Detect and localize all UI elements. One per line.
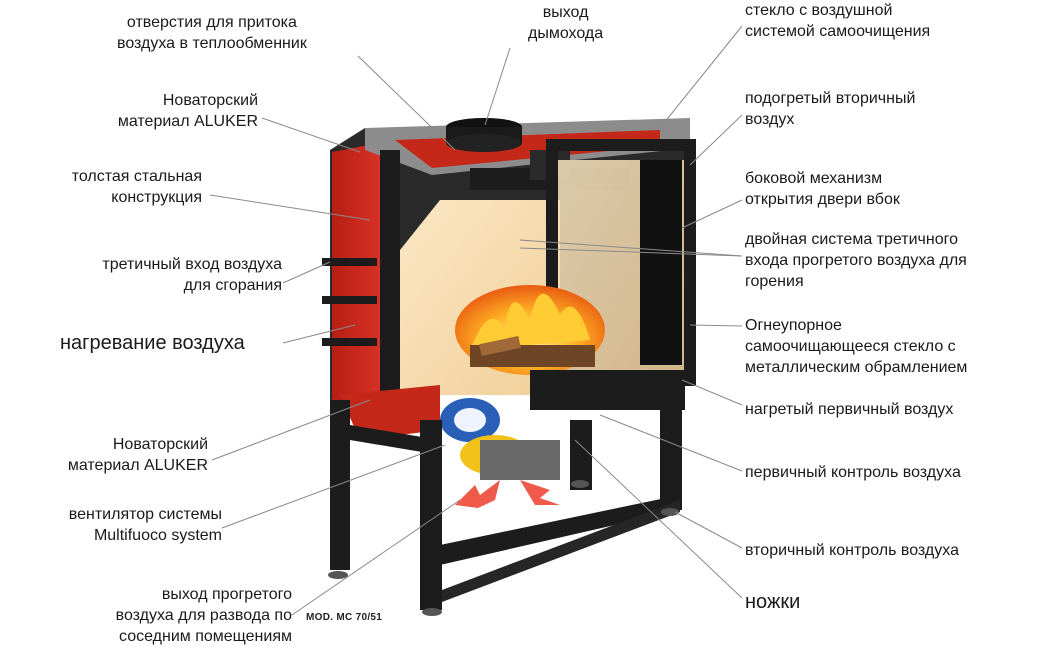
- label-heated-primary-air: нагретый первичный воздух: [745, 401, 954, 418]
- label-legs: ножки: [745, 591, 801, 613]
- label-secondary-control: вторичный контроль воздуха: [745, 542, 959, 559]
- lower-red-plenum: [340, 385, 440, 440]
- label-primary-control: первичный контроль воздуха: [745, 464, 961, 481]
- ash-area: [530, 370, 685, 410]
- label-air-heating: нагревание воздуха: [60, 332, 245, 354]
- tertiary-inlet-pipe: [322, 258, 377, 266]
- right-front-leg: [570, 420, 592, 490]
- foot: [328, 571, 348, 579]
- left-front-leg: [420, 420, 442, 610]
- front-left-panel: [380, 150, 400, 400]
- hot-air-arrow-right: [520, 480, 560, 505]
- bottom-rail: [440, 495, 680, 565]
- model-label: MOD. MC 70/51: [306, 612, 383, 623]
- hot-air-arrow-left: [455, 480, 500, 508]
- left-rear-leg: [330, 400, 350, 570]
- right-rear-leg: [660, 390, 682, 510]
